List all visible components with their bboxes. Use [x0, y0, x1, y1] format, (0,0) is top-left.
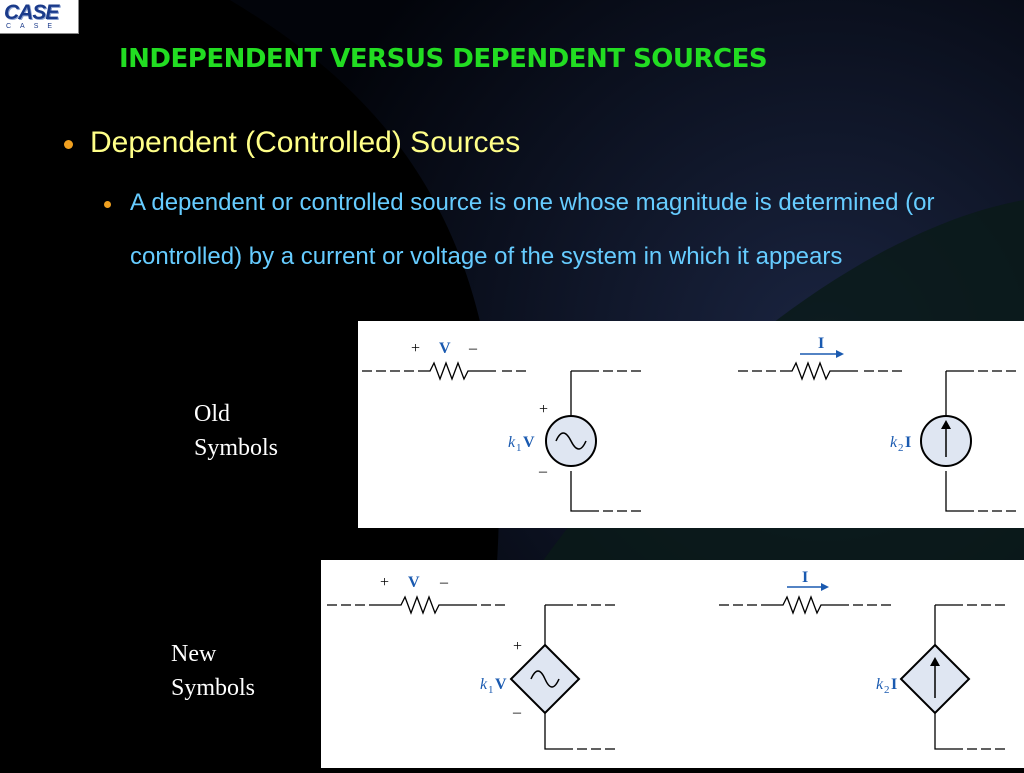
voltage-label: V	[439, 340, 451, 357]
slide-title: INDEPENDENT VERSUS DEPENDENT SOURCES	[119, 44, 768, 74]
current-label: I	[818, 335, 824, 352]
k2i-current-label: I	[905, 434, 911, 451]
minus-sign: –	[512, 704, 522, 721]
k1v-voltage-label: V	[495, 676, 507, 693]
plus-sign: +	[380, 574, 389, 591]
k1-label: k	[480, 676, 488, 693]
plus-sign: +	[411, 340, 420, 357]
voltage-label: V	[408, 574, 420, 591]
plus-sign: +	[539, 401, 548, 418]
minus-sign: –	[468, 340, 478, 357]
old-symbols-diagram: + V – I + – k 1 V k 2 I	[358, 321, 1024, 528]
minus-sign: –	[439, 574, 449, 591]
k1-subscript: 1	[488, 684, 494, 696]
label-line: New	[171, 641, 217, 667]
plus-sign: +	[513, 638, 522, 655]
k1-label: k	[508, 434, 516, 451]
k1v-voltage-label: V	[523, 434, 535, 451]
logo-subtext: CASE	[6, 23, 62, 30]
bullet-text: Dependent (Controlled) Sources	[90, 126, 521, 159]
label-line: Symbols	[171, 675, 256, 701]
case-logo: CASE CASE	[0, 0, 79, 34]
k2i-current-label: I	[891, 676, 897, 693]
current-label: I	[802, 569, 808, 586]
new-symbols-diagram: + V – I + – k 1 V k 2 I	[321, 560, 1024, 768]
k2-label: k	[890, 434, 898, 451]
old-symbols-label: Old Symbols	[194, 397, 278, 465]
bullet-dot-icon	[104, 201, 111, 208]
bullet-dot-icon	[64, 140, 73, 149]
k2-label: k	[876, 676, 884, 693]
bullet-text: A dependent or controlled source is one …	[130, 189, 935, 270]
new-symbols-svg: + V – I + – k 1 V k 2 I	[327, 569, 1005, 750]
logo-text: CASE	[4, 1, 59, 24]
k2-subscript: 2	[898, 442, 904, 454]
label-line: Symbols	[194, 435, 279, 461]
new-symbols-label: New Symbols	[171, 637, 255, 705]
k1-subscript: 1	[516, 442, 522, 454]
k2-subscript: 2	[884, 684, 890, 696]
label-line: Old	[194, 401, 230, 427]
old-symbols-svg: + V – I + – k 1 V k 2 I	[362, 335, 1016, 512]
minus-sign: –	[538, 463, 548, 480]
